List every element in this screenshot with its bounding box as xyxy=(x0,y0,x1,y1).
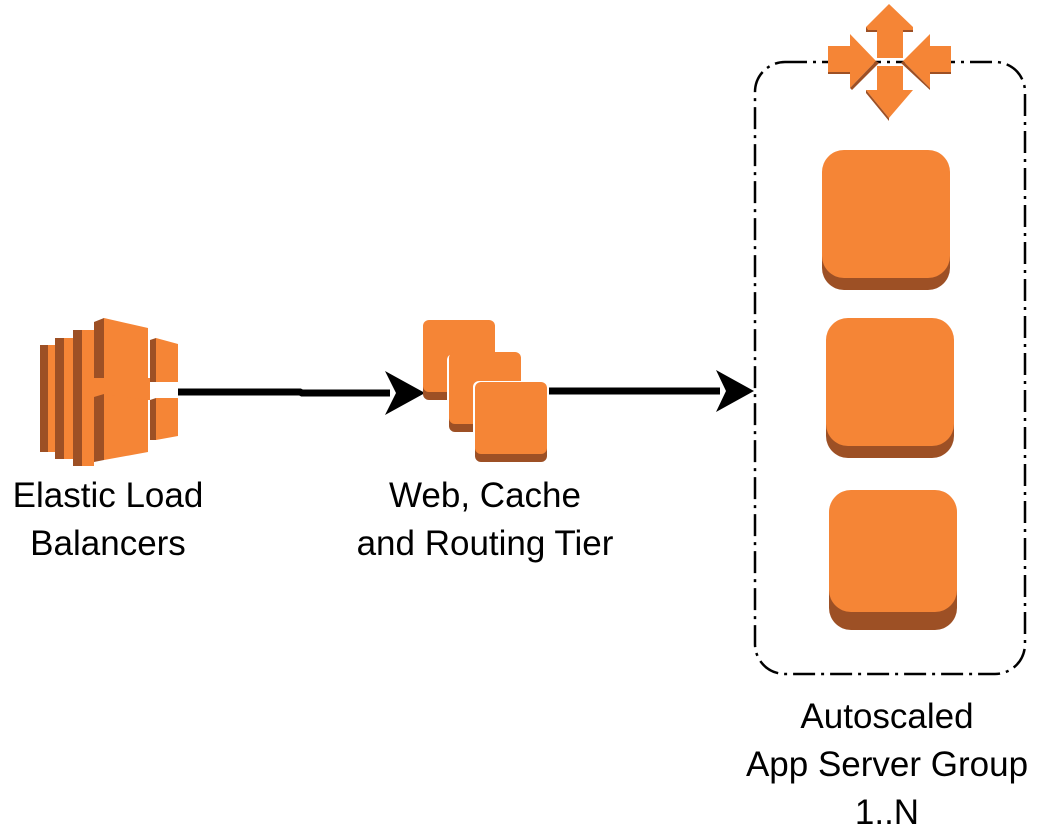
app-server-instance xyxy=(826,318,954,458)
elb-label-line: Elastic Load xyxy=(12,476,204,515)
autoscaling-icon xyxy=(828,4,951,121)
edge-web-tier-to-app-group xyxy=(546,370,754,412)
autoscaling-group-border xyxy=(753,60,1027,676)
elastic-load-balancer-icon xyxy=(40,318,178,466)
edge-elb-to-web-tier xyxy=(178,371,425,415)
web-tier-label-line: and Routing Tier xyxy=(356,524,614,563)
web-tier-label: Web, Cache and Routing Tier xyxy=(330,472,640,568)
app-group-label-line: App Server Group xyxy=(745,745,1029,784)
app-group-label: Autoscaled App Server Group 1..N xyxy=(722,693,1052,837)
instances-stack-icon xyxy=(423,320,549,462)
app-server-instance xyxy=(829,490,957,630)
app-group-label-line: Autoscaled xyxy=(800,697,974,736)
elb-label-line: Balancers xyxy=(30,524,186,563)
elb-label: Elastic Load Balancers xyxy=(0,472,216,568)
app-server-instance xyxy=(822,150,950,290)
app-group-label-line: 1..N xyxy=(854,793,920,832)
web-tier-label-line: Web, Cache xyxy=(389,476,581,515)
